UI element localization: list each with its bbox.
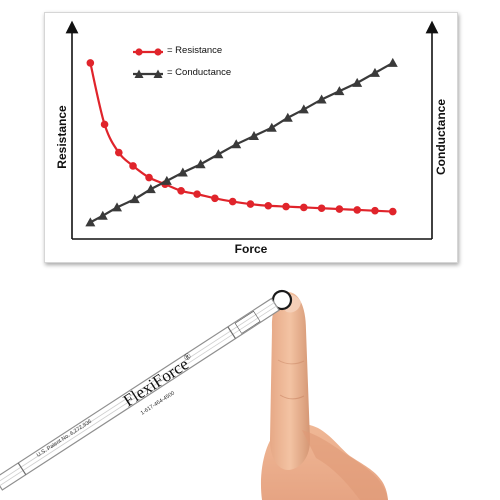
data-point-resistance-15 — [335, 205, 344, 213]
data-point-resistance-12 — [282, 202, 290, 211]
legend-item-conductance: = Conductance — [131, 66, 291, 82]
legend-marker-resistance — [133, 48, 163, 56]
legend-item-resistance: = Resistance — [131, 44, 291, 60]
y-axis-label-right: Conductance — [434, 98, 448, 176]
data-point-resistance-8 — [211, 194, 219, 203]
legend-marker-conductance — [133, 69, 163, 78]
x-axis-label: Force — [234, 242, 268, 256]
data-point-conductance-7 — [195, 159, 206, 169]
data-point-conductance-14 — [316, 94, 327, 104]
legend-label-conductance: = Conductance — [167, 67, 232, 78]
chart-plot — [65, 20, 439, 240]
data-point-conductance-11 — [266, 122, 277, 132]
data-point-conductance-15 — [334, 86, 345, 96]
data-point-resistance-2 — [115, 148, 123, 157]
data-point-resistance-17 — [371, 206, 379, 215]
data-point-resistance-9 — [228, 197, 237, 206]
data-point-resistance-16 — [353, 206, 361, 214]
data-point-resistance-6 — [177, 187, 185, 195]
series-layer — [85, 57, 398, 227]
chart-card: Force Resistance Conductance = Resistanc… — [44, 12, 458, 263]
sensor-and-finger-photo: FlexiForce® 1-617-464-4500 U.S. Patent N… — [0, 289, 388, 500]
data-point-conductance-10 — [249, 131, 260, 140]
data-point-resistance-11 — [264, 201, 273, 210]
data-point-conductance-18 — [387, 57, 398, 67]
data-point-conductance-5 — [161, 175, 172, 185]
legend-label-resistance: = Resistance — [167, 45, 223, 56]
data-point-conductance-0 — [85, 217, 96, 227]
data-point-resistance-14 — [317, 204, 326, 213]
data-point-conductance-9 — [231, 139, 242, 149]
data-point-conductance-1 — [97, 210, 108, 220]
data-point-conductance-13 — [298, 104, 309, 114]
data-point-resistance-7 — [193, 190, 201, 198]
data-point-conductance-16 — [352, 77, 363, 87]
sensor-patent: U.S. Patent No. 6,272,936 — [36, 419, 93, 459]
hand — [260, 292, 388, 500]
data-point-resistance-10 — [246, 200, 255, 208]
data-point-conductance-17 — [369, 67, 380, 77]
data-point-conductance-4 — [145, 184, 156, 194]
data-point-conductance-8 — [213, 149, 224, 159]
data-point-resistance-18 — [388, 207, 397, 216]
data-point-conductance-2 — [112, 202, 123, 212]
legend: = Resistance = Conductance — [131, 41, 291, 89]
sensor-strip — [0, 297, 280, 491]
data-point-resistance-4 — [145, 173, 153, 182]
data-point-resistance-13 — [300, 203, 308, 212]
data-point-resistance-3 — [129, 162, 137, 170]
data-point-conductance-12 — [282, 112, 293, 122]
y-axis-label-left: Resistance — [55, 105, 69, 169]
data-point-conductance-6 — [177, 167, 188, 177]
data-point-conductance-3 — [129, 194, 140, 204]
force-sensor: FlexiForce® 1-617-464-4500 U.S. Patent N… — [0, 289, 293, 491]
data-point-resistance-0 — [86, 59, 95, 67]
data-point-resistance-1 — [100, 120, 109, 129]
